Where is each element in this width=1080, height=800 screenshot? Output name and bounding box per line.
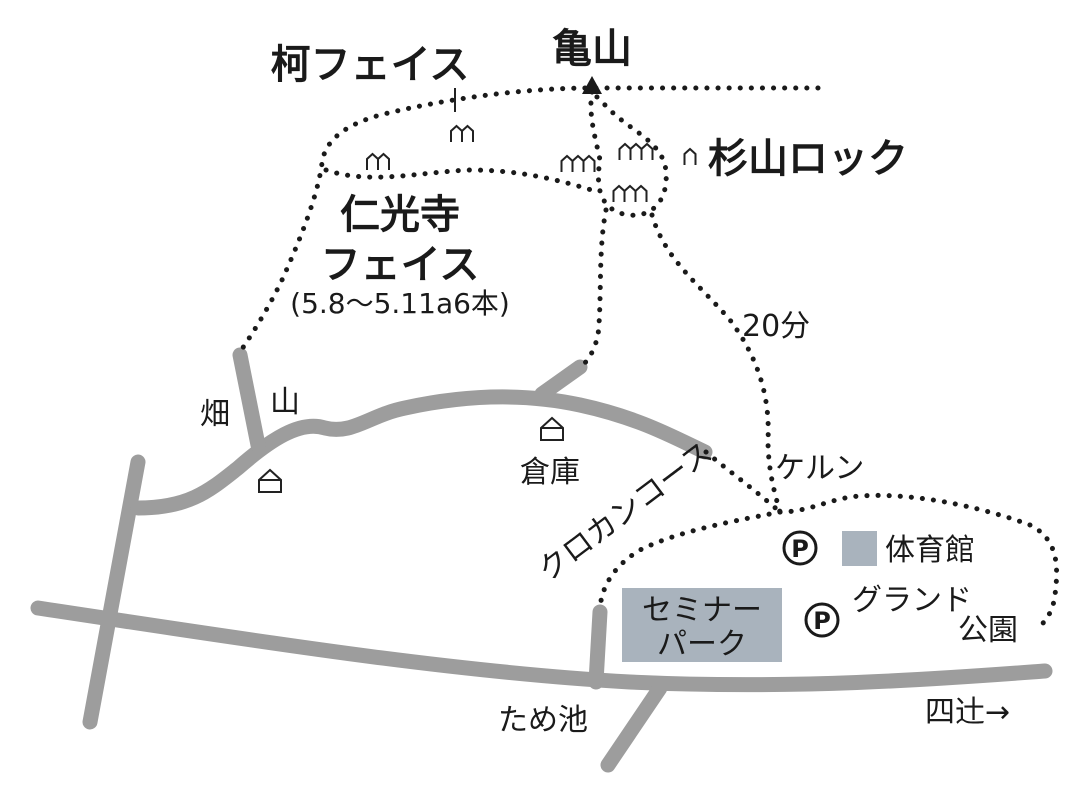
ground-label: グランド [852,583,972,618]
time-label: 20分 [742,309,810,344]
sugiyama-loop-trail [588,89,669,218]
rock-face-icons [366,124,697,202]
peak-marker-icon [582,76,602,94]
kameyama-label: 亀山 [552,26,632,72]
gym-label: 体育館 [885,533,975,568]
rock-face-icon [560,154,596,172]
tameike-road [600,680,668,773]
main-road [30,600,1053,693]
trails [237,85,1060,631]
seminar-park-line2: パーク [657,627,747,662]
roads [30,347,1053,773]
ridge-trail [237,85,821,355]
house-icon [258,468,282,493]
rock-face-icon [612,184,648,202]
park-label: 公園 [958,613,1018,648]
mountain-road [130,389,713,516]
soko-trail [579,207,609,369]
rock-face-icon [618,142,654,160]
parking-icon: P [782,530,818,566]
parking-icon: P [804,602,840,638]
ninkoji-label-line2: フェイス [321,242,480,288]
svg-text:P: P [791,535,809,563]
soko-spur-road [534,359,588,402]
west-road [82,454,146,730]
ninkoji-grades: (5.8〜5.11a6本) [290,287,510,320]
hatake-spur-road [232,347,266,453]
hatake-label: 畑 [200,397,230,432]
yama-label: 山 [270,385,300,420]
seminar-road [588,604,608,690]
seminar-park-building [622,588,782,662]
tameike-label: ため池 [498,703,588,738]
sugiyama-rock-label: 杉山ロック [708,136,908,182]
ninkoji-label-line1: 仁光寺 [340,192,460,238]
gym-building [842,531,877,566]
warehouse-icon [540,416,564,441]
seminar-park-line1: セミナー [642,593,762,628]
grand-loop-trail [777,492,1060,631]
road-to-cairn-trail [703,449,783,515]
kerun-label: ケルン [775,451,864,486]
ninkoji-trail [323,167,601,195]
svg-text:P: P [813,607,831,635]
rock-face-icon [683,147,697,165]
ka-face-label: 柯フェイス [271,42,470,88]
park-loop-trail [597,509,783,611]
soko-label: 倉庫 [520,455,580,490]
yotsutsuji-label: 四辻→ [925,695,1010,730]
